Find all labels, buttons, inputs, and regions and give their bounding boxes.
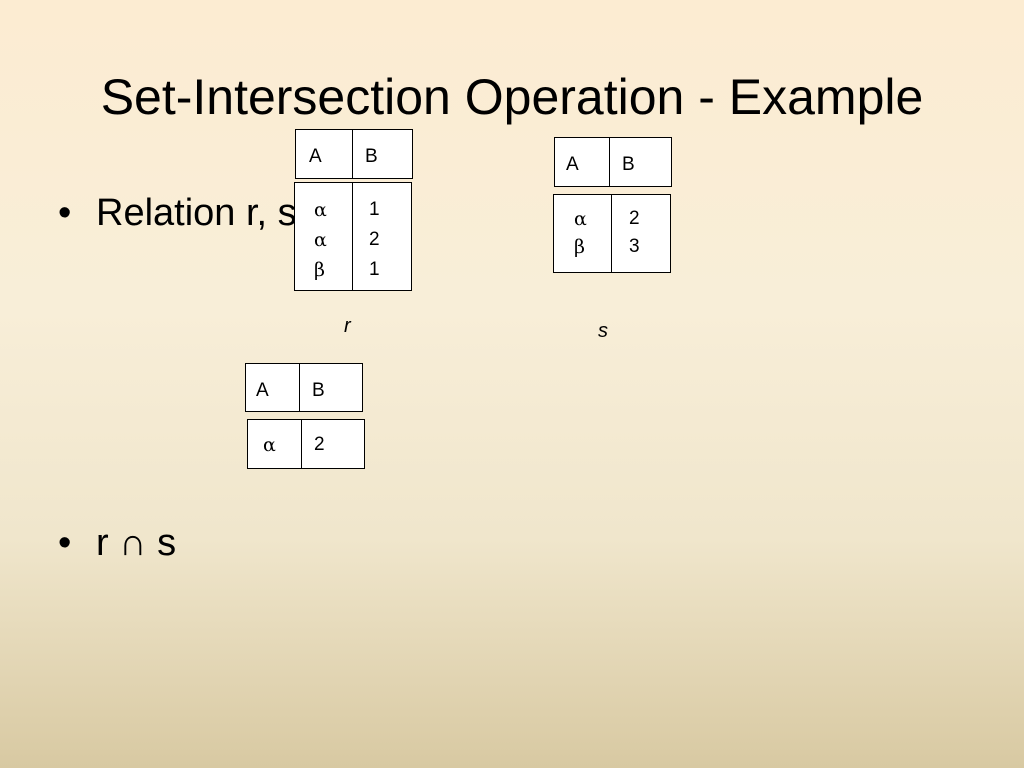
- relation-s-header-a: A: [555, 138, 610, 186]
- relation-s-a-1: β: [574, 236, 585, 258]
- relation-r-column-a: α α β: [295, 183, 353, 290]
- relation-s-column-b: 2 3: [612, 195, 670, 272]
- result-header-b: B: [312, 380, 325, 401]
- result-body: α 2: [247, 419, 365, 469]
- bullet-text: Relation r, s:: [96, 192, 308, 234]
- result-column-a: α: [248, 420, 302, 468]
- result-header-a: A: [246, 364, 300, 411]
- relation-r-a-2: β: [314, 259, 325, 281]
- relation-r-header-b: B: [365, 146, 378, 167]
- result-b-0: 2: [314, 434, 325, 455]
- relation-s-a-0: α: [574, 208, 587, 230]
- relation-s-b-0: 2: [629, 208, 640, 229]
- relation-r-a-1: α: [314, 229, 327, 251]
- relation-r-b-2: 1: [369, 259, 380, 280]
- relation-r-caption: r: [344, 315, 351, 337]
- relation-s-body: α β 2 3: [553, 194, 671, 273]
- slide-title: Set-Intersection Operation - Example: [100, 69, 924, 125]
- relation-s-header: A B: [554, 137, 672, 187]
- bullet-symbol: •: [58, 522, 72, 564]
- result-header: A B: [245, 363, 363, 412]
- relation-s-caption: s: [598, 320, 608, 342]
- bullet-intersection: • r ∩ s: [58, 520, 176, 566]
- result-column-b: 2: [302, 420, 364, 468]
- relation-r-body: α α β 1 2 1: [294, 182, 412, 291]
- bullet-relation-r-s: • Relation r, s:: [58, 190, 307, 236]
- relation-r-b-1: 2: [369, 229, 380, 250]
- bullet-text: r ∩ s: [96, 522, 177, 564]
- relation-r-column-b: 1 2 1: [353, 183, 411, 290]
- result-a-0: α: [263, 434, 276, 456]
- bullet-symbol: •: [58, 192, 72, 234]
- relation-r-b-0: 1: [369, 199, 380, 220]
- relation-s-b-1: 3: [629, 236, 640, 257]
- relation-s-column-a: α β: [554, 195, 612, 272]
- relation-r-header: A B: [295, 129, 413, 179]
- relation-r-header-a: A: [296, 130, 353, 178]
- relation-s-header-b: B: [622, 154, 635, 175]
- relation-r-a-0: α: [314, 199, 327, 221]
